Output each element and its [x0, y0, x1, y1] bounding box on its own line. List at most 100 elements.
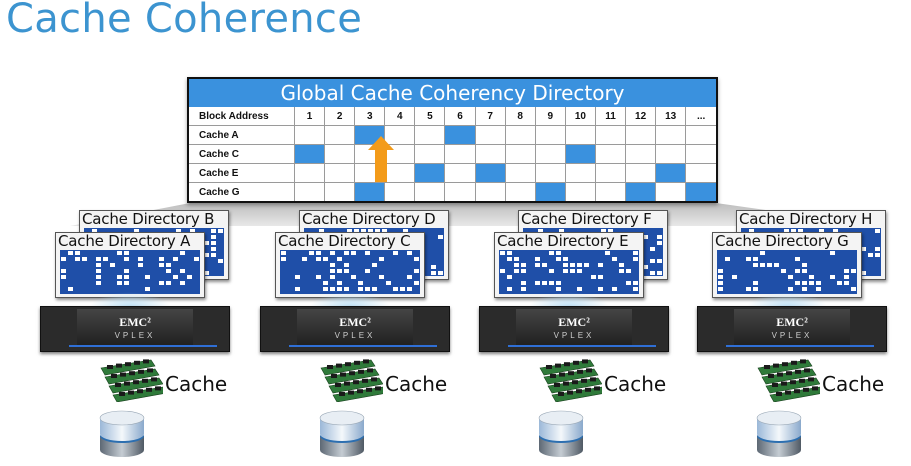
table-row: Cache A	[189, 125, 716, 145]
cache-block-empty	[685, 125, 716, 145]
column-header: 3	[354, 107, 386, 126]
directory-grid	[717, 250, 857, 294]
column-header: 13	[655, 107, 687, 126]
cache-directory-label: Cache Directory G	[715, 232, 849, 250]
column-header: 1	[293, 107, 326, 126]
vplex-faceplate: EMC² VPLEX	[297, 309, 413, 347]
cache-block-empty	[534, 144, 566, 164]
vplex-appliance: EMC² VPLEX	[697, 306, 887, 352]
row-label: Cache G	[189, 182, 295, 201]
cache-block-empty	[414, 144, 446, 164]
cache-block-empty	[625, 163, 657, 183]
cache-block-empty	[594, 163, 627, 183]
vplex-accent-bar	[726, 345, 874, 347]
cache-block-empty	[414, 125, 446, 145]
cache-label: Cache	[604, 372, 667, 396]
cache-block-empty	[324, 163, 356, 183]
ram-module-icon	[317, 356, 388, 407]
cache-directory-label: Cache Directory A	[58, 232, 191, 250]
cache-block-empty	[324, 125, 356, 145]
cache-block-empty	[594, 125, 627, 145]
cache-directory-label: Cache Directory D	[302, 210, 436, 228]
cache-block-empty	[685, 144, 716, 164]
cache-block-present	[444, 125, 476, 145]
cache-directory-label: Cache Directory H	[739, 210, 873, 228]
cache-block-present	[534, 182, 566, 201]
cache-directory-front: Cache Directory G	[712, 232, 862, 298]
cache-directory-front: Cache Directory A	[55, 232, 205, 298]
cache-block-empty	[293, 182, 326, 201]
cache-block-empty	[324, 182, 356, 201]
emc-logo: EMC²	[776, 315, 808, 329]
cache-block-empty	[444, 163, 476, 183]
cache-block-empty	[534, 163, 566, 183]
cache-block-empty	[504, 125, 536, 145]
cache-block-empty	[655, 144, 687, 164]
row-label: Cache A	[189, 125, 295, 145]
cache-directory-front: Cache Directory E	[494, 232, 644, 298]
emc-logo: EMC²	[119, 315, 151, 329]
cache-block-empty	[594, 182, 627, 201]
cache-block-empty	[594, 144, 627, 164]
global-cache-coherency-directory: Global Cache Coherency Directory Block A…	[187, 77, 718, 203]
cache-block-empty	[474, 144, 506, 164]
column-header: 10	[564, 107, 596, 126]
vplex-appliance: EMC² VPLEX	[260, 306, 450, 352]
cache-block-empty	[625, 125, 657, 145]
column-header-label: Block Address	[189, 107, 295, 126]
cache-block-present	[564, 144, 596, 164]
cache-directory-label: Cache Directory F	[521, 210, 652, 228]
cache-label: Cache	[822, 372, 885, 396]
table-row: Cache C	[189, 144, 716, 164]
cache-block-empty	[414, 182, 446, 201]
cache-block-present	[354, 182, 386, 201]
directory-grid	[280, 250, 420, 294]
cache-block-empty	[625, 144, 657, 164]
cache-block-empty	[655, 125, 687, 145]
cache-block-present	[655, 163, 687, 183]
column-header: 4	[384, 107, 416, 126]
cache-block-present	[474, 163, 506, 183]
cache-block-empty	[324, 144, 356, 164]
cache-block-empty	[504, 163, 536, 183]
cache-block-empty	[534, 125, 566, 145]
cache-block-present	[414, 163, 446, 183]
cache-block-empty	[504, 144, 536, 164]
vplex-accent-bar	[289, 345, 437, 347]
cache-block-present	[685, 182, 716, 201]
vplex-accent-bar	[508, 345, 656, 347]
cache-block-empty	[444, 144, 476, 164]
emc-logo: EMC²	[558, 315, 590, 329]
column-header: 6	[444, 107, 476, 126]
disk-icon	[755, 408, 803, 465]
disk-icon	[318, 408, 366, 465]
cache-label: Cache	[165, 372, 228, 396]
column-header: 5	[414, 107, 446, 126]
cache-block-empty	[474, 125, 506, 145]
cache-block-empty	[504, 182, 536, 201]
emc-logo: EMC²	[339, 315, 371, 329]
table-row: Cache E	[189, 163, 716, 183]
vplex-accent-bar	[69, 345, 217, 347]
up-arrow-icon	[368, 136, 394, 182]
cache-directory-label: Cache Directory B	[82, 210, 215, 228]
cache-block-empty	[474, 182, 506, 201]
row-label: Cache E	[189, 163, 295, 183]
page-title: Cache Coherence	[6, 0, 363, 42]
disk-icon	[98, 408, 146, 465]
cache-block-empty	[685, 163, 716, 183]
cache-block-empty	[564, 125, 596, 145]
cache-directory-label: Cache Directory E	[497, 232, 629, 250]
vplex-logo: VPLEX	[334, 331, 376, 340]
cache-block-present	[625, 182, 657, 201]
cache-block-present	[293, 144, 326, 164]
cache-block-empty	[293, 125, 326, 145]
ram-module-icon	[536, 356, 607, 407]
column-header: 9	[534, 107, 566, 126]
cache-directory-label: Cache Directory C	[278, 232, 411, 250]
vplex-logo: VPLEX	[771, 331, 813, 340]
